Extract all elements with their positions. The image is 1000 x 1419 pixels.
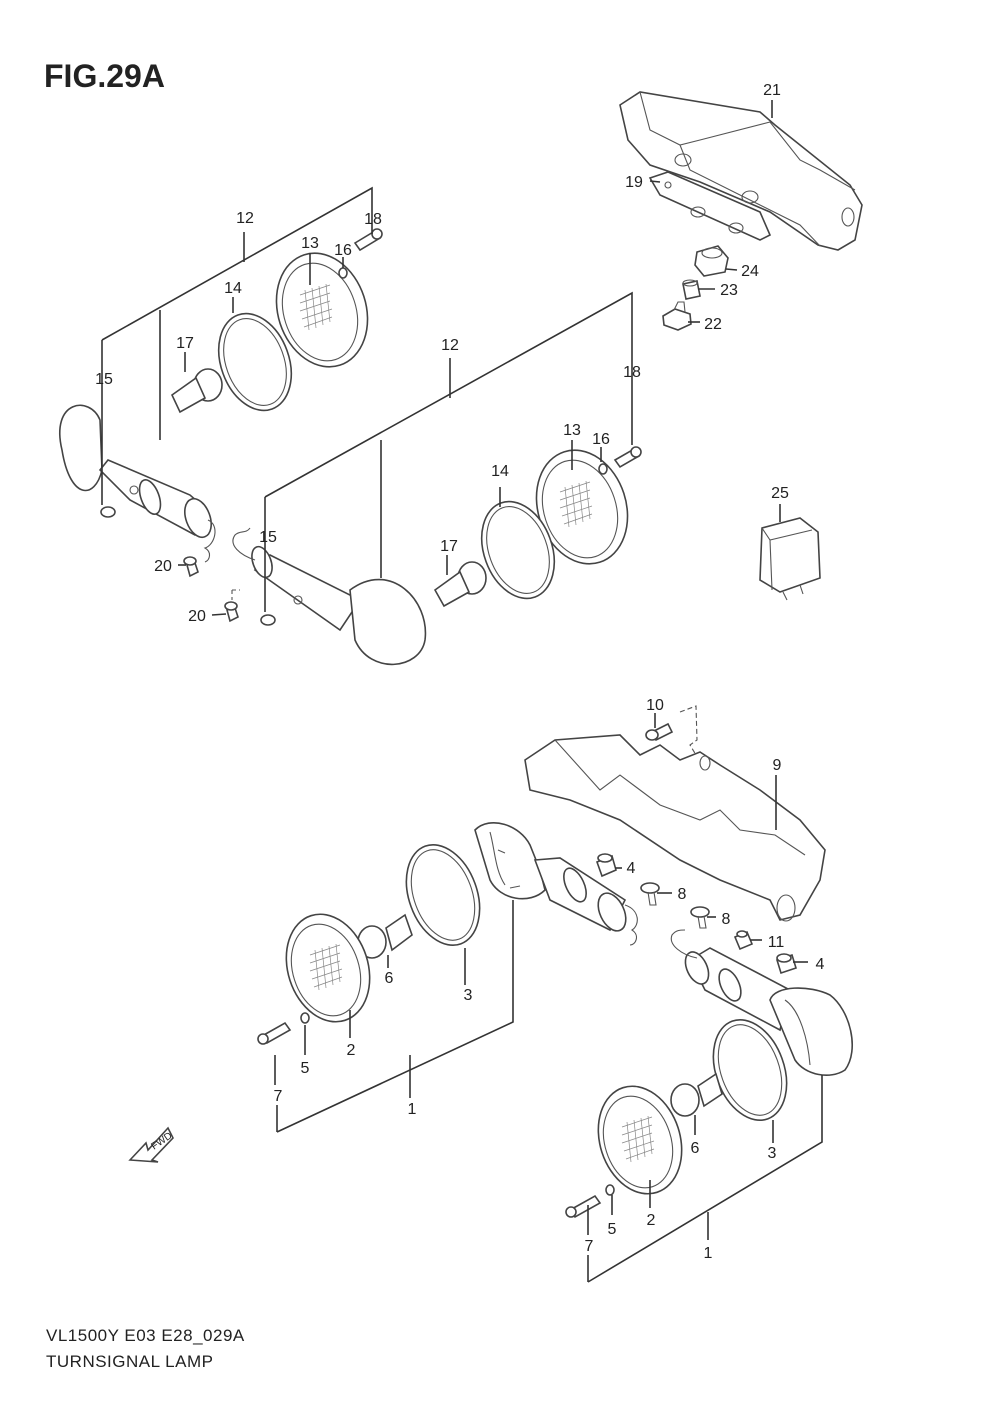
callout-2: 2 <box>347 1042 356 1059</box>
screw-8-upper <box>640 882 660 906</box>
callout-2: 2 <box>647 1212 656 1229</box>
rear-lens-gasket-left-3 <box>405 843 481 947</box>
callout-16: 16 <box>592 431 610 448</box>
callout-17: 17 <box>440 538 458 555</box>
callout-11: 11 <box>768 934 785 951</box>
callout-5: 5 <box>301 1060 310 1077</box>
front-signal-body-left <box>59 404 216 563</box>
callout-labels: 1 1 2 2 3 3 4 4 5 5 6 6 7 7 8 8 9 10 11 … <box>95 82 824 1262</box>
screw-20-right <box>224 589 240 623</box>
screw-20-left <box>183 556 199 578</box>
callout-22: 22 <box>704 316 722 333</box>
callout-16: 16 <box>334 242 352 259</box>
callout-7: 7 <box>585 1238 594 1255</box>
callout-10: 10 <box>646 697 664 714</box>
rear-signal-body-right <box>670 929 853 1076</box>
callout-6: 6 <box>691 1140 700 1157</box>
bolt-22 <box>662 301 692 331</box>
bolt-10 <box>645 705 698 756</box>
front-signal-body-right <box>232 527 427 666</box>
callout-1: 1 <box>408 1101 417 1118</box>
callout-8: 8 <box>678 886 687 903</box>
callout-3: 3 <box>768 1145 777 1162</box>
callout-18: 18 <box>364 211 382 228</box>
figure-title: FIG.29A <box>44 58 165 94</box>
screw-8-lower <box>690 906 710 929</box>
front-lens-gasket-right-14 <box>480 500 556 600</box>
screw-15-left <box>100 506 116 518</box>
rear-bulb-left-6 <box>357 913 413 959</box>
fwd-arrow-icon: FWD <box>128 1126 174 1163</box>
front-lens-left-13 <box>275 252 369 368</box>
front-bulb-right-17 <box>433 561 487 608</box>
callout-15: 15 <box>259 529 277 546</box>
rear-signal-body-left <box>474 821 638 946</box>
callout-3: 3 <box>464 987 473 1004</box>
callout-13: 13 <box>563 422 581 439</box>
turnsignal-relay <box>759 517 821 601</box>
callout-4: 4 <box>816 956 825 973</box>
callout-18: 18 <box>623 364 641 381</box>
screw-15-right <box>260 614 276 626</box>
collar-23 <box>682 279 701 300</box>
callout-15: 15 <box>95 371 113 388</box>
rear-signal-bracket <box>524 734 826 922</box>
callout-20: 20 <box>154 558 172 575</box>
callout-5: 5 <box>608 1221 617 1238</box>
callout-17: 17 <box>176 335 194 352</box>
callout-7: 7 <box>274 1088 283 1105</box>
front-lens-right-13 <box>535 449 629 565</box>
tail-lamp-housing <box>619 91 863 251</box>
screw-7-right <box>565 1194 602 1219</box>
screw-4-lower <box>776 953 797 975</box>
callout-8: 8 <box>722 911 731 928</box>
callout-23: 23 <box>720 282 738 299</box>
callout-13: 13 <box>301 235 319 252</box>
nut-11 <box>733 930 754 951</box>
washer-5-right <box>605 1184 615 1196</box>
front-lens-gasket-left-14 <box>217 312 293 412</box>
callout-4: 4 <box>627 860 636 877</box>
callout-25: 25 <box>771 485 789 502</box>
washer-16-right <box>598 463 608 475</box>
washer-16-left <box>338 267 348 279</box>
callout-21: 21 <box>763 82 781 99</box>
callout-14: 14 <box>491 463 509 480</box>
rear-lens-right-2 <box>597 1085 683 1195</box>
callout-12: 12 <box>236 210 254 227</box>
front-bulb-left-17 <box>170 368 223 414</box>
callout-24: 24 <box>741 263 759 280</box>
callout-12: 12 <box>441 337 459 354</box>
diagram-caption: TURNSIGNAL LAMP <box>46 1352 214 1371</box>
screw-7-left <box>257 1021 292 1045</box>
model-code: VL1500Y E03 E28_029A <box>46 1326 245 1345</box>
callout-9: 9 <box>773 757 782 774</box>
grommet-24 <box>694 245 729 277</box>
callout-14: 14 <box>224 280 242 297</box>
screw-4-upper <box>595 853 617 878</box>
washer-5-left <box>300 1012 310 1024</box>
rear-lens-left-2 <box>285 913 371 1023</box>
callout-6: 6 <box>385 970 394 987</box>
leader-lines <box>101 100 823 1283</box>
screw-18-right <box>613 446 642 469</box>
rear-bulb-right-6 <box>670 1072 723 1117</box>
tail-lamp-gasket <box>648 171 772 241</box>
screw-18-left <box>353 228 383 252</box>
callout-19: 19 <box>625 174 643 191</box>
callout-20: 20 <box>188 608 206 625</box>
callout-1: 1 <box>704 1245 713 1262</box>
